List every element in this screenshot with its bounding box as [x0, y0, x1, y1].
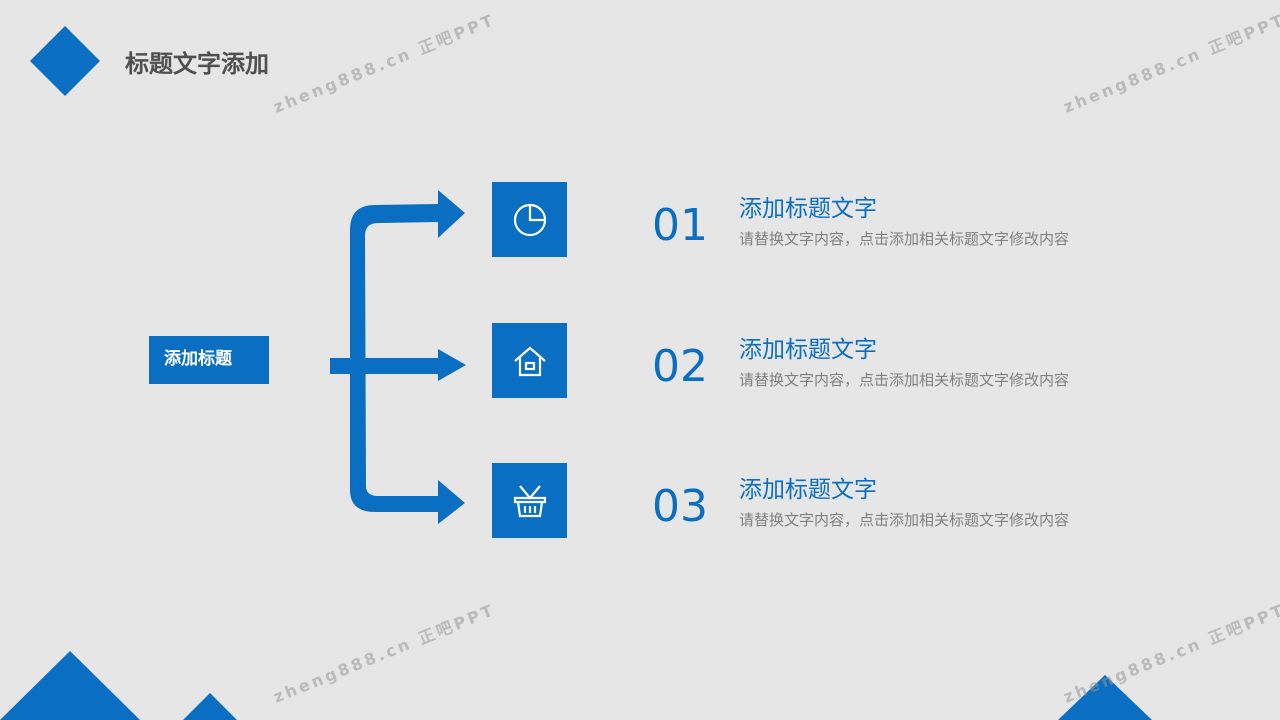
item-1-desc: 请替换文字内容，点击添加相关标题文字修改内容	[739, 230, 1070, 248]
item-3-icon-box	[492, 463, 567, 538]
bottom-right-triangle	[1058, 675, 1152, 720]
item-2-number: 02	[652, 341, 708, 392]
item-1-number: 01	[652, 200, 708, 251]
arrowhead-bottom	[438, 480, 465, 524]
arrowhead-middle	[438, 349, 466, 381]
pie-chart-icon	[513, 203, 546, 236]
center-label-box: 添加标题	[149, 336, 269, 384]
basket-icon	[513, 484, 546, 517]
item-2-icon-box	[492, 323, 567, 398]
branch-trunk	[350, 204, 438, 512]
bottom-left-small-triangle	[183, 693, 237, 720]
item-2-desc: 请替换文字内容，点击添加相关标题文字修改内容	[739, 371, 1070, 389]
home-icon	[513, 346, 546, 376]
item-2-title: 添加标题文字	[739, 337, 877, 363]
arrowhead-top	[438, 190, 465, 238]
item-1-icon-box	[492, 182, 567, 257]
header-diamond	[30, 26, 100, 96]
bottom-left-triangle	[0, 651, 140, 720]
branch-arrows	[330, 190, 466, 524]
center-stem	[330, 358, 440, 374]
page-title: 标题文字添加	[125, 50, 269, 78]
item-1-title: 添加标题文字	[739, 196, 877, 222]
item-3-title: 添加标题文字	[739, 477, 877, 503]
item-3-number: 03	[652, 481, 708, 532]
item-3-desc: 请替换文字内容，点击添加相关标题文字修改内容	[739, 511, 1070, 529]
